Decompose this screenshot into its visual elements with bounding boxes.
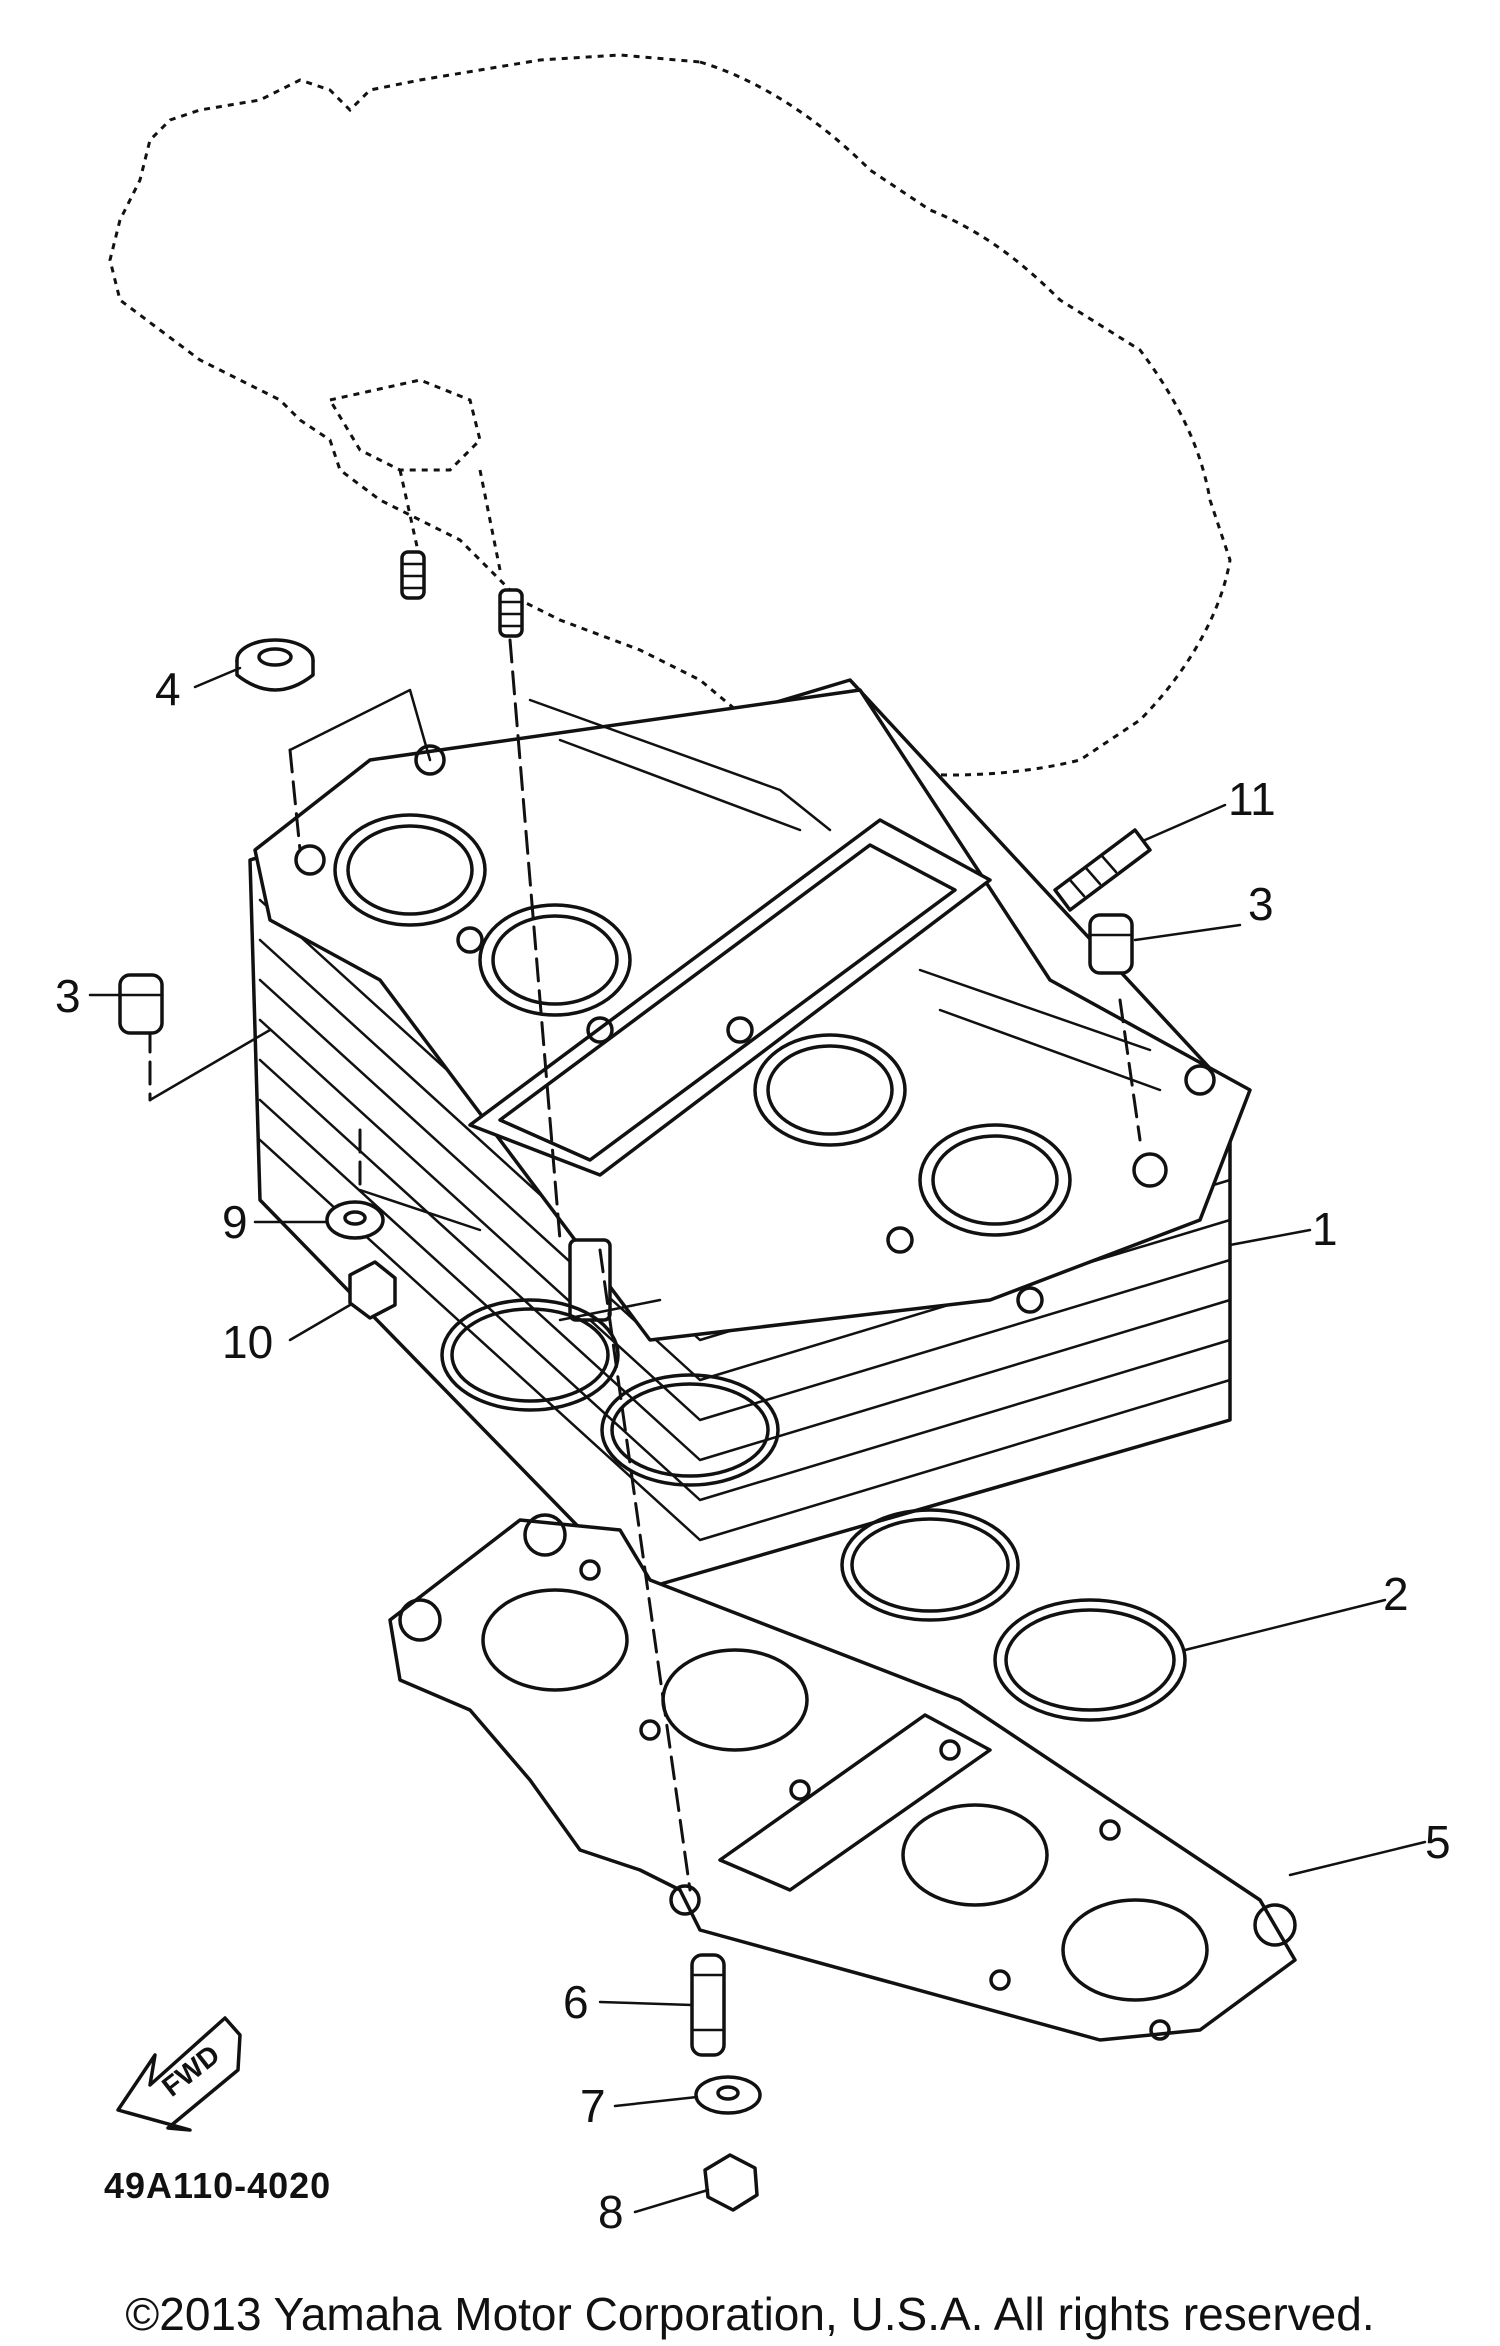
part-3-pin-left bbox=[118, 973, 164, 1035]
fwd-arrow-icon: FWD bbox=[116, 2016, 242, 2132]
o-ring-left-upper bbox=[440, 1298, 620, 1412]
leader-lines bbox=[88, 666, 1427, 2214]
callout-1: 1 bbox=[1312, 1203, 1338, 1255]
crankcase-outline bbox=[108, 53, 1232, 777]
callout-9: 9 bbox=[222, 1196, 248, 1248]
base-gasket bbox=[388, 1513, 1297, 2042]
crankcase-stud-left bbox=[400, 550, 426, 600]
part-10-nut bbox=[348, 1260, 397, 1320]
crankcase-stud-right bbox=[498, 588, 524, 638]
drawing-code: 49A110-4020 bbox=[104, 2165, 331, 2206]
part-8-nut bbox=[703, 2153, 759, 2212]
part-9-washer bbox=[325, 1200, 385, 1240]
callout-4: 4 bbox=[155, 663, 181, 715]
callout-11: 11 bbox=[1228, 773, 1276, 825]
part-11-stud bbox=[1053, 828, 1152, 912]
callouts: 4 3 3 11 1 2 5 6 7 8 9 10 bbox=[55, 663, 1451, 2238]
callout-10: 10 bbox=[222, 1316, 273, 1368]
part-3-pin-right bbox=[1088, 913, 1134, 975]
callout-3-left: 3 bbox=[55, 970, 81, 1022]
callout-3-right: 3 bbox=[1248, 878, 1274, 930]
alignment-lines bbox=[148, 638, 1142, 1892]
callout-7: 7 bbox=[580, 2080, 606, 2132]
callout-8: 8 bbox=[598, 2186, 624, 2238]
cylinder-block bbox=[248, 678, 1252, 1592]
o-ring-part-2 bbox=[993, 1598, 1187, 1722]
o-ring-right-upper bbox=[840, 1508, 1020, 1622]
callout-6: 6 bbox=[563, 1976, 589, 2028]
copyright-notice: ©2013 Yamaha Motor Corporation, U.S.A. A… bbox=[125, 2288, 1374, 2340]
part-6-stud bbox=[690, 1953, 726, 2057]
callout-2: 2 bbox=[1383, 1568, 1409, 1620]
part-4-dowel bbox=[235, 638, 315, 692]
o-ring-left-lower bbox=[600, 1373, 780, 1487]
callout-5: 5 bbox=[1425, 1816, 1451, 1868]
part-7-washer bbox=[694, 2075, 762, 2115]
